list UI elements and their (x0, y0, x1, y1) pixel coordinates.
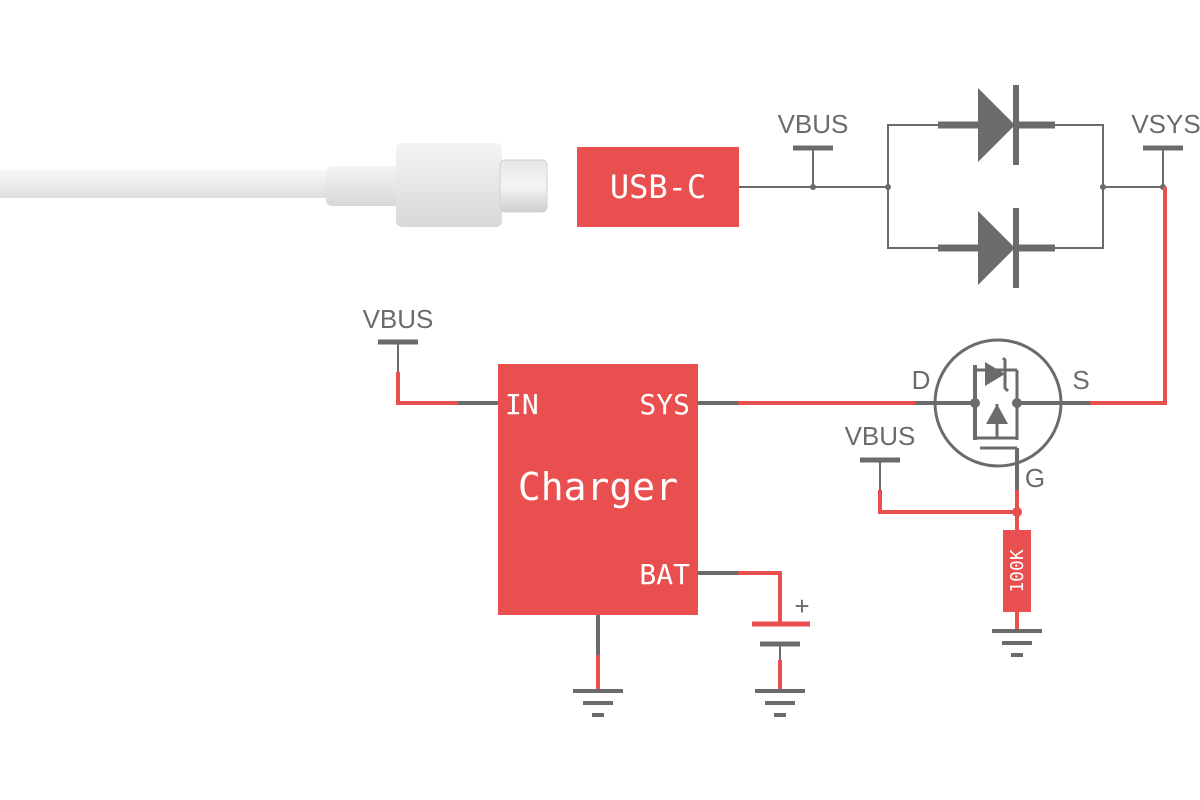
mosfet-pin-s: S (1072, 365, 1089, 395)
diode-bottom-icon (938, 208, 1055, 288)
mosfet-pin-g: G (1025, 463, 1045, 493)
diode-top-icon (938, 85, 1055, 165)
charger-pin-sys: SYS (639, 388, 690, 421)
charger-ground-icon (573, 615, 623, 717)
battery-icon: + (698, 571, 810, 717)
usb-c-label: USB-C (610, 168, 706, 206)
vbus-left-rail: VBUS (363, 304, 498, 405)
usb-c-block: USB-C (577, 147, 739, 227)
resistor-icon: 100K (1003, 530, 1031, 630)
mosfet-icon: D S G (912, 338, 1090, 493)
resistor-ground-icon (992, 629, 1042, 657)
vbus-top-label: VBUS (778, 109, 849, 139)
battery-plus-label: + (794, 591, 809, 621)
vbus-gate-rail: VBUS (845, 421, 1022, 530)
wire-vsys-source (1090, 187, 1167, 405)
charger-block: Charger IN SYS BAT (498, 364, 698, 615)
charger-pin-bat: BAT (639, 558, 690, 591)
charger-title: Charger (518, 465, 678, 509)
vbus-top-rail: VBUS (778, 109, 849, 190)
usb-cable-icon (0, 143, 548, 227)
vsys-label: VSYS (1131, 109, 1200, 139)
vbus-left-label: VBUS (363, 304, 434, 334)
resistor-value: 100K (1007, 549, 1028, 593)
charger-pin-in: IN (505, 388, 539, 421)
vbus-gate-label: VBUS (845, 421, 916, 451)
diode-network (885, 124, 1163, 249)
vsys-rail: VSYS (1131, 109, 1200, 190)
mosfet-pin-d: D (912, 365, 931, 395)
